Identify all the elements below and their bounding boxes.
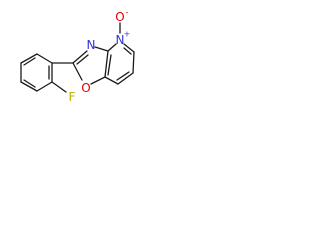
charge-negative: - — [126, 8, 129, 17]
bond-phenyl-c1-c2 — [36, 53, 53, 64]
bond-pyridine-inner-2 — [116, 71, 130, 81]
bond-c6-c7 — [117, 72, 134, 85]
bond-o1-c7a — [90, 76, 106, 85]
bond-c2-n3-double — [76, 54, 89, 65]
atom-fluorine: F — [69, 90, 76, 104]
bond-c3a-n4 — [107, 43, 117, 52]
atom-labels: F O N N + O - — [69, 8, 131, 105]
bond-c-f — [51, 81, 67, 93]
bond-n4-c5 — [123, 43, 135, 53]
structure-canvas: F O N N + O - — [0, 0, 209, 130]
atom-ring-nitrogen: N — [87, 38, 96, 52]
molecule-diagram: F O N N + O - — [20, 8, 135, 105]
bond-n3-c3a — [94, 46, 109, 52]
bonds — [20, 22, 135, 93]
bond-c3a-c7a — [104, 50, 109, 78]
bond-c2-o1 — [72, 62, 83, 81]
bond-phenyl-c4-c5 — [20, 81, 38, 92]
bond-c5-c6 — [132, 51, 135, 74]
bond-c7-c7a — [104, 76, 119, 85]
bond-pyridine-inner-3 — [107, 54, 112, 76]
atom-pyridine-nitrogen: N — [116, 33, 125, 47]
bond-phenyl-c6-c1 — [20, 53, 38, 64]
charge-positive: + — [124, 30, 131, 39]
atom-n-oxide-oxygen: O — [115, 10, 124, 24]
atom-ring-oxygen: O — [81, 81, 90, 95]
bond-phenyl-c3-c4 — [36, 81, 53, 92]
bond-phenyl-inner-3 — [23, 57, 36, 66]
bond-pyridine-inner-1 — [123, 47, 132, 55]
bond-c2-n3 — [72, 50, 88, 64]
bond-phenyl-inner-2 — [23, 79, 36, 88]
